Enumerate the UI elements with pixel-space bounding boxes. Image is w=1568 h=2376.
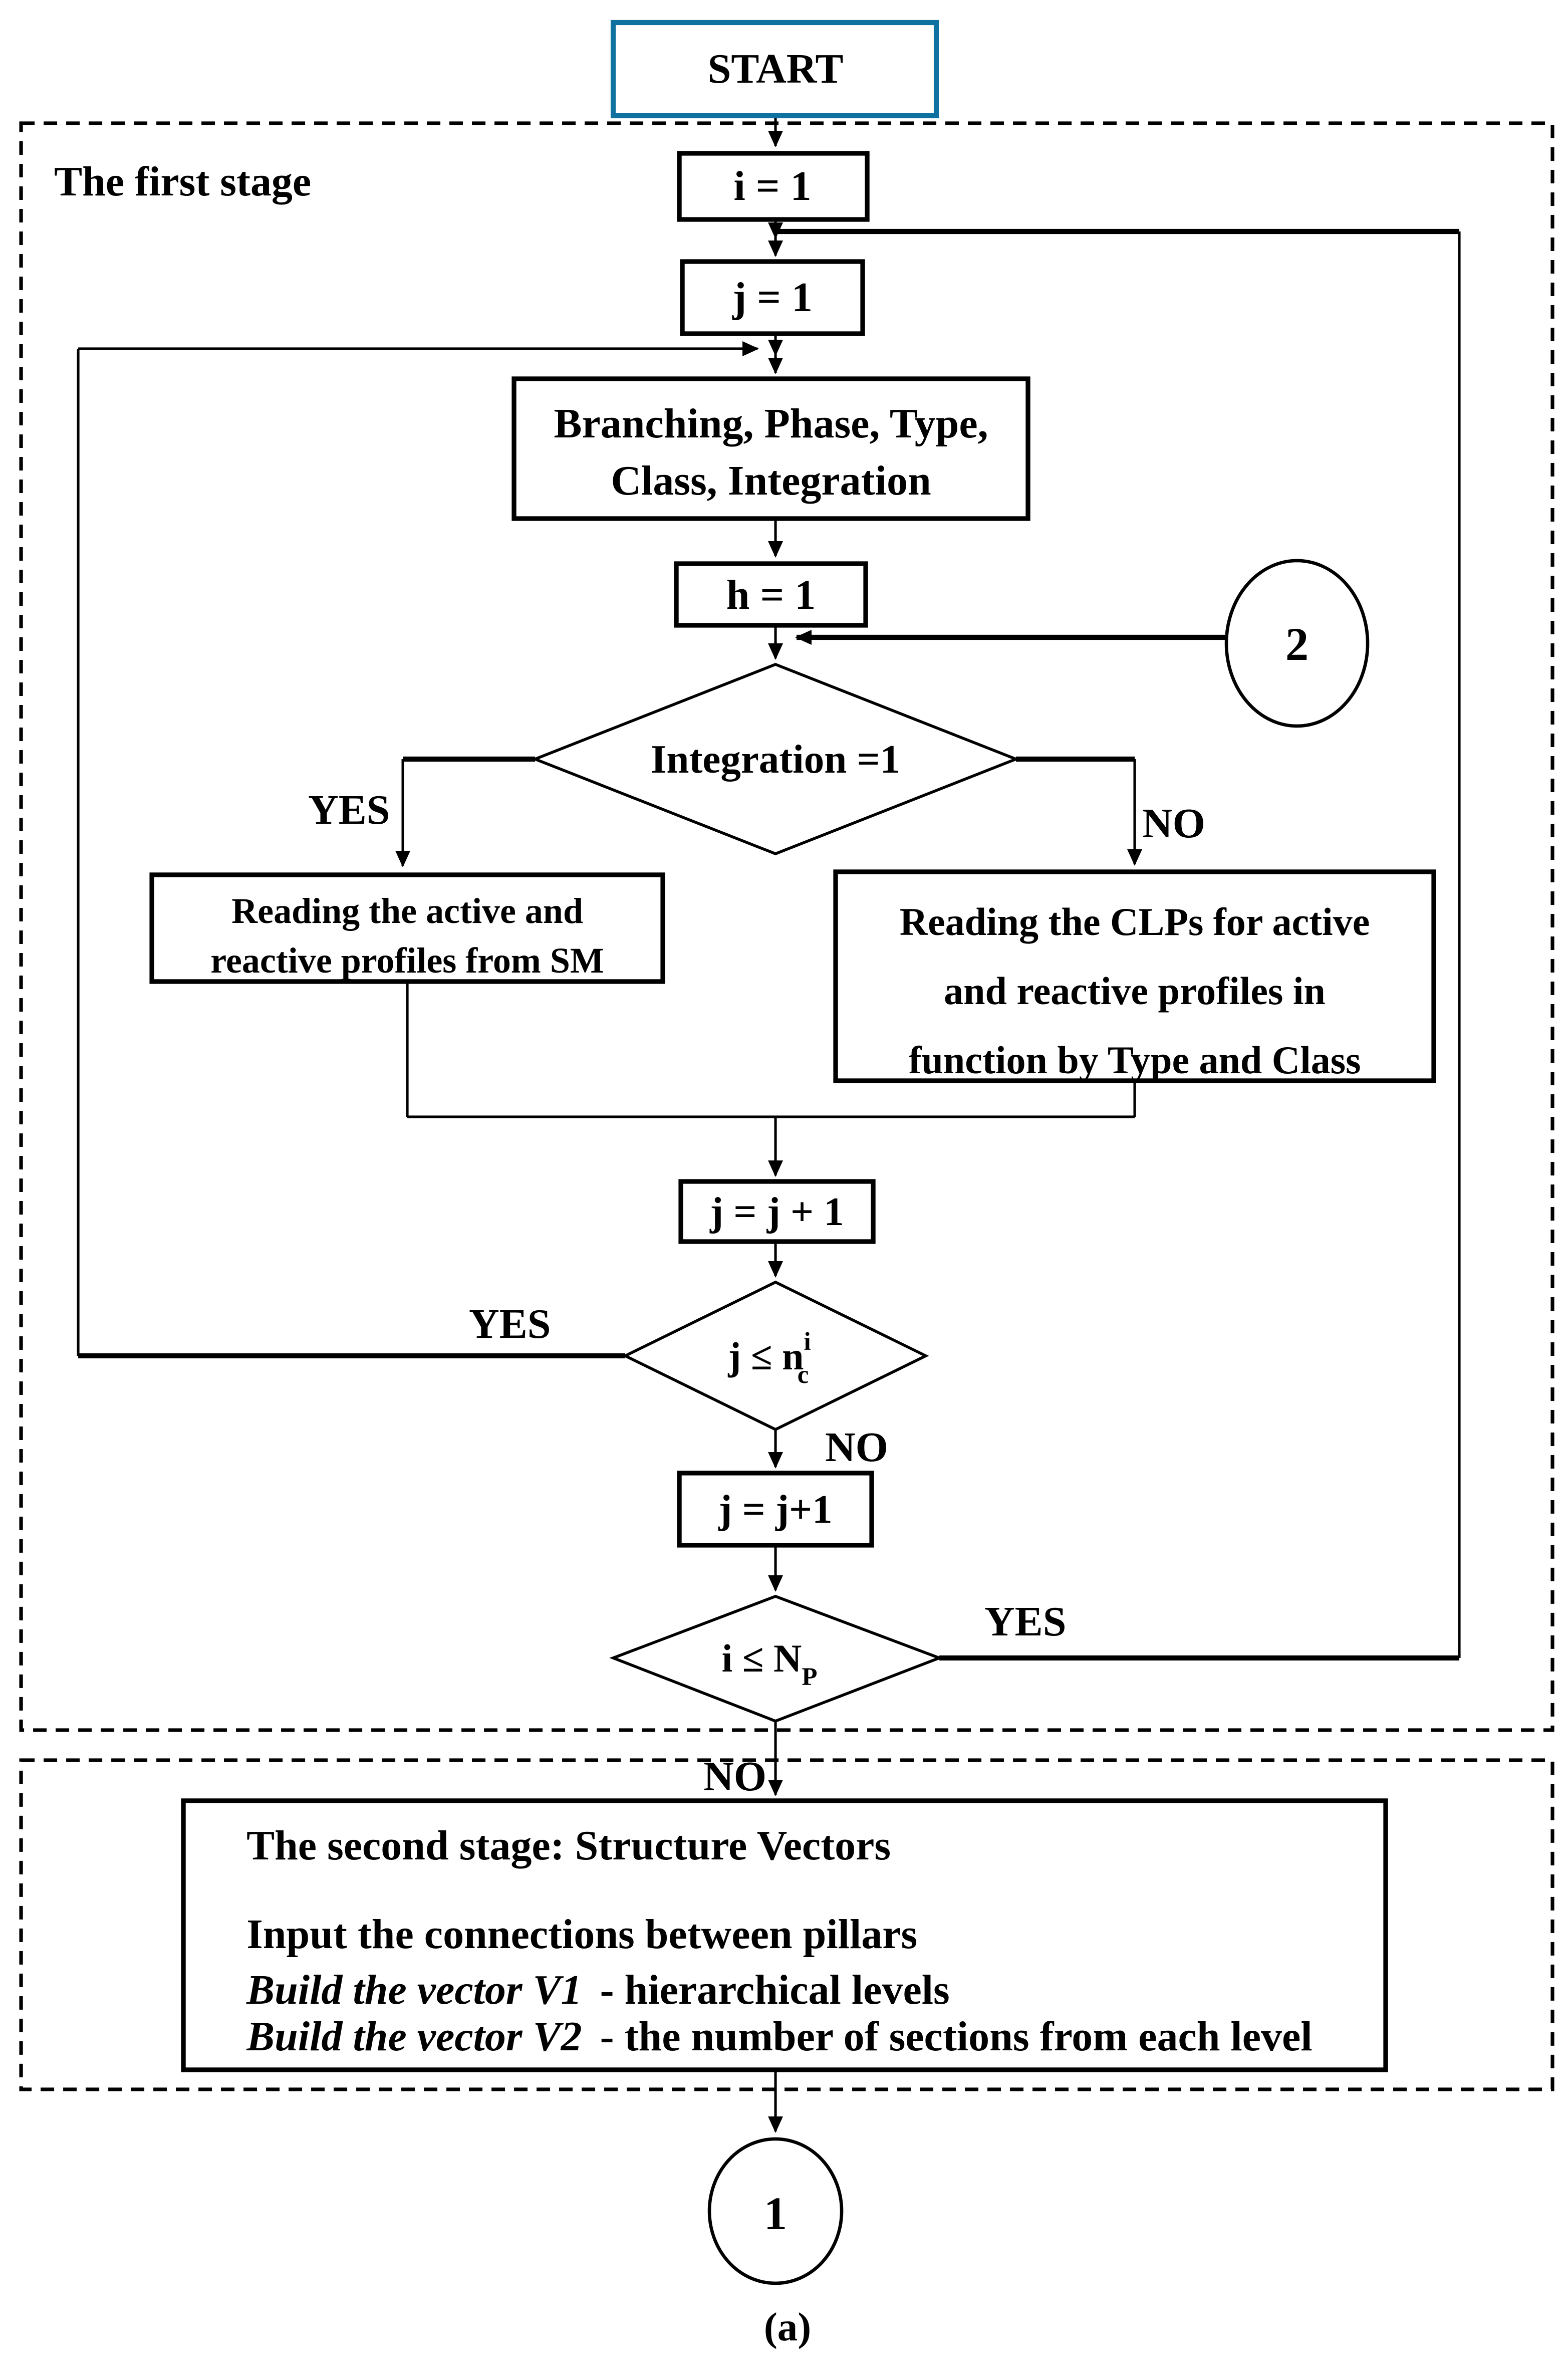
label-no-i-limit: NO (703, 1753, 766, 1800)
connector-2-node (1224, 559, 1370, 728)
second-stage-line2: Build the vector V1- hierarchical levels (246, 1967, 950, 2013)
integration-decision (531, 662, 1020, 856)
increment-j2-label: j = j+1 (718, 1487, 832, 1532)
branching-label-line1: Branching, Phase, Type, (554, 400, 988, 447)
connector-1-node (707, 2137, 844, 2285)
connector-1-label: 1 (764, 2188, 788, 2240)
init-h-box (674, 561, 868, 628)
figure-caption: (a) (764, 2304, 811, 2349)
second-stage-line3: Build the vector V2- the number of secti… (246, 2013, 1313, 2060)
j-limit-decision (622, 1280, 929, 1432)
second-stage-line1: Input the connections between pillars (246, 1911, 917, 1958)
read-clp-line3: function by Type and Class (909, 1039, 1361, 1082)
read-clp-box (833, 869, 1436, 1083)
branching-label-line2: Class, Integration (611, 457, 931, 504)
second-stage-container (19, 1758, 1554, 2091)
increment-j-label: j = j + 1 (709, 1189, 844, 1234)
branching-box (511, 376, 1030, 521)
i-limit-decision (609, 1594, 944, 1723)
read-sm-box (149, 872, 665, 984)
read-sm-line2: reactive profiles from SM (210, 940, 604, 981)
init-j-label: j = 1 (732, 274, 813, 321)
connector-2-label: 2 (1285, 619, 1309, 670)
label-yes-i-limit: YES (984, 1598, 1066, 1645)
read-sm-line1: Reading the active and (231, 891, 583, 931)
integration-label: Integration =1 (651, 737, 900, 782)
start-label: START (708, 46, 844, 92)
label-yes-j-limit: YES (469, 1301, 551, 1347)
init-i-box (677, 151, 870, 222)
second-stage-box (181, 1798, 1388, 2072)
first-stage-container (19, 121, 1554, 1732)
start-node (610, 20, 939, 119)
label-no-j-limit: NO (825, 1424, 888, 1471)
second-stage-title: The second stage: Structure Vectors (246, 1822, 891, 1869)
first-stage-label: The first stage (54, 158, 311, 205)
init-i-label: i = 1 (733, 163, 811, 209)
read-clp-line2: and reactive profiles in (944, 970, 1326, 1013)
label-yes-integration: YES (308, 787, 390, 833)
read-clp-line1: Reading the CLPs for active (900, 900, 1370, 943)
increment-j-box (678, 1179, 876, 1244)
i-limit-label: i ≤ NP (722, 1637, 818, 1691)
init-h-label: h = 1 (726, 572, 816, 618)
increment-j2-box (677, 1471, 874, 1548)
label-no-integration: NO (1142, 800, 1205, 847)
init-j-box (680, 259, 865, 336)
